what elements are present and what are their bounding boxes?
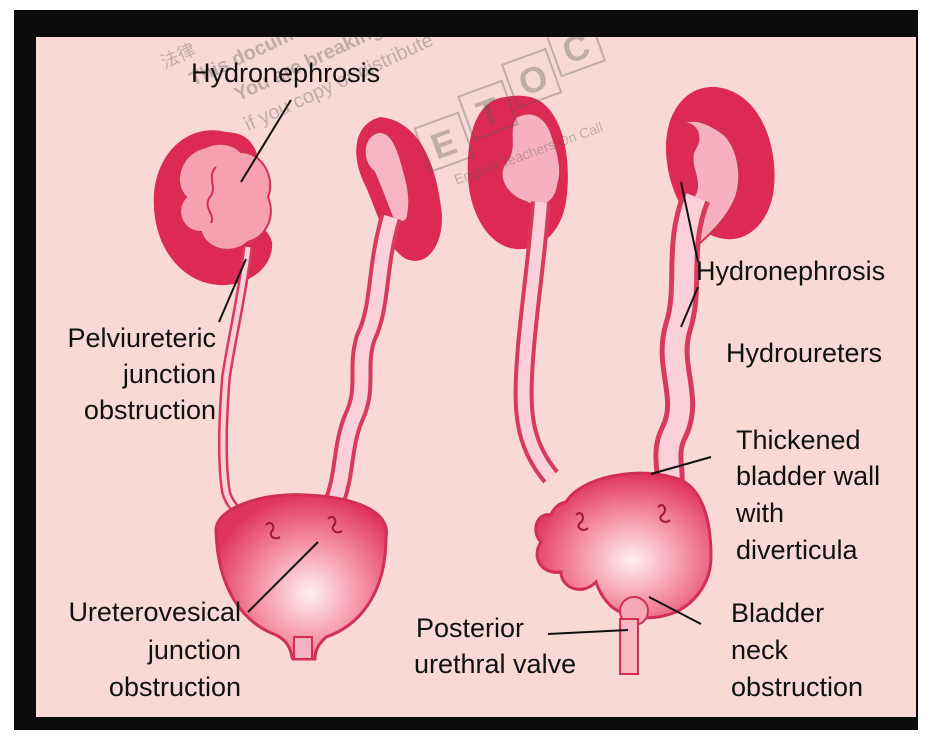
label-bladder-neck-1: Bladder [731, 595, 824, 631]
label-hydronephrosis-left: Hydronephrosis [191, 55, 380, 91]
left-bladder [216, 495, 387, 659]
label-bladder-neck-3: obstruction [731, 669, 863, 705]
label-ureterovesical-2: junction [36, 632, 241, 668]
label-bladder-neck-2: neck [731, 632, 788, 668]
label-thickened-1: Thickened [736, 422, 861, 458]
diagram-panel: 法律 This document You are breaking if you… [36, 37, 916, 717]
label-hydroureters: Hydroureters [726, 335, 882, 371]
label-pelviureteric-2: junction [36, 356, 216, 392]
label-posterior-1: Posterior [416, 610, 524, 646]
right-system-left-kidney [468, 96, 568, 249]
left-kidney-hydronephrosis [154, 130, 272, 285]
label-hydronephrosis-right: Hydronephrosis [696, 253, 885, 289]
label-pelviureteric-1: Pelviureteric [36, 320, 216, 356]
label-ureterovesical-3: obstruction [36, 669, 241, 705]
label-pelviureteric-3: obstruction [36, 392, 216, 428]
left-system-right-kidney [356, 117, 442, 261]
label-thickened-2: bladder wall [736, 458, 880, 494]
right-bladder-diverticula [536, 473, 711, 674]
label-thickened-3: with [736, 495, 784, 531]
label-posterior-2: urethral valve [414, 646, 576, 682]
label-thickened-4: diverticula [736, 532, 858, 568]
label-ureterovesical-1: Ureterovesical [36, 594, 241, 630]
